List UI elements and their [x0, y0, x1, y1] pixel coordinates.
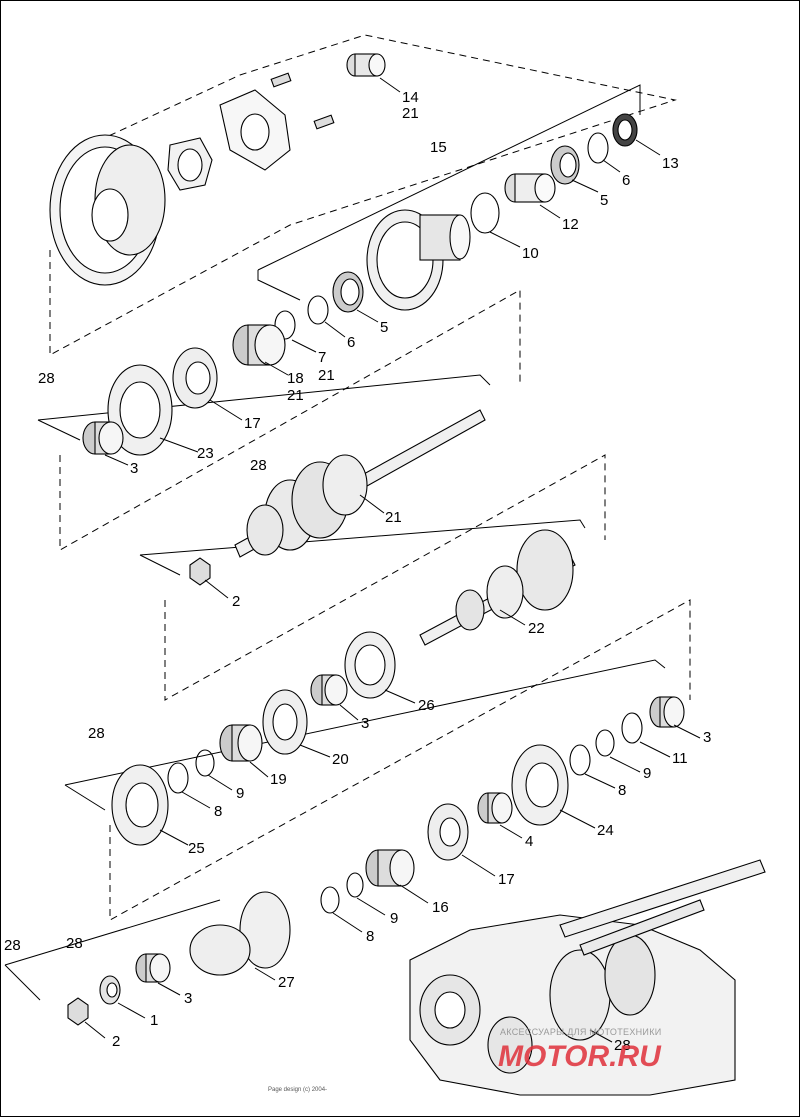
callout-19: 19 [270, 771, 287, 788]
bearing-19 [219, 724, 263, 762]
callout-14-sub: 21 [402, 105, 419, 122]
callout-11: 11 [672, 750, 688, 767]
gear-23 [107, 364, 173, 456]
callout-1: 1 [150, 1012, 158, 1029]
rings-11-9-8 [569, 712, 643, 776]
rings-9-8-lower [320, 872, 364, 914]
bearing-16 [365, 849, 415, 887]
bearing-5b [332, 271, 364, 313]
bearing-5a [550, 145, 580, 185]
callout-6b: 6 [347, 334, 355, 351]
gear-25 [111, 764, 169, 846]
large-sprocket [49, 134, 166, 286]
needle-bearing-3c [649, 696, 685, 728]
assembled-transmission [409, 859, 766, 1096]
needle-bearing-3b [310, 674, 348, 706]
rings-9-8 [167, 749, 215, 794]
watermark-tagline: АКСЕССУАРЫ ДЛЯ МОТОТЕХНИКИ [500, 1027, 662, 1037]
callout-18-sub: 21 [287, 387, 304, 404]
washer-1 [99, 975, 121, 1005]
callout-26: 26 [418, 697, 435, 714]
footer-copyright: Page design (c) 2004- [268, 1087, 328, 1093]
callout-16: 16 [432, 899, 449, 916]
callout-2a: 2 [232, 593, 240, 610]
callout-15: 15 [430, 139, 447, 156]
callout-12: 12 [562, 216, 579, 233]
callout-21: 21 [385, 509, 402, 526]
gear-27 [189, 891, 291, 976]
callout-5a: 5 [600, 192, 608, 209]
o-ring-10 [470, 192, 500, 234]
seal-13 [612, 113, 638, 147]
needle-bearing-3d [135, 953, 171, 983]
shift-collar-17b [427, 803, 469, 861]
nut-2b [67, 997, 89, 1026]
callout-28f: 28 [614, 1037, 631, 1054]
callout-28d: 28 [4, 937, 21, 954]
shift-collar-17a [172, 347, 218, 409]
snap-ring-6b [307, 295, 329, 325]
watermark-logo: MOTOR.RU [498, 1040, 661, 1073]
callout-9a: 9 [236, 785, 244, 802]
callout-23: 23 [197, 445, 214, 462]
callout-7: 7 [318, 349, 326, 366]
callout-6a: 6 [622, 172, 630, 189]
callout-20: 20 [332, 751, 349, 768]
callout-28e: 28 [66, 935, 83, 952]
callout-27: 27 [278, 974, 295, 991]
callout-10: 10 [522, 245, 539, 262]
callout-2b: 2 [112, 1033, 120, 1050]
callout-22: 22 [528, 620, 545, 637]
callout-8a: 8 [214, 803, 222, 820]
callout-28a: 28 [38, 370, 55, 387]
callout-3b: 3 [361, 715, 369, 732]
callout-18: 18 [287, 370, 304, 387]
callout-7-sub: 21 [318, 367, 335, 384]
leader-lines [84, 77, 701, 1043]
snap-ring-6a [587, 132, 609, 164]
callout-25: 25 [188, 840, 205, 857]
ring-7 [274, 310, 296, 340]
callout-17a: 17 [244, 415, 261, 432]
gear-26 [344, 631, 396, 699]
callout-28c: 28 [88, 725, 105, 742]
callout-3c: 3 [703, 729, 711, 746]
nut-plate [167, 72, 335, 191]
sleeve-12 [504, 173, 556, 203]
mainshaft-21 [234, 409, 486, 558]
gear-24 [511, 744, 569, 826]
nut-2a [189, 557, 211, 586]
callout-13: 13 [662, 155, 679, 172]
bearing-4 [477, 792, 513, 824]
dashed-assembly-lines [49, 34, 691, 921]
callout-9b: 9 [643, 765, 651, 782]
gear-20 [262, 689, 308, 755]
callout-28b: 28 [250, 457, 267, 474]
callout-14: 14 [402, 89, 419, 106]
callout-4: 4 [525, 833, 533, 850]
needle-bearing-3a [82, 421, 124, 455]
countershaft-22 [419, 529, 576, 646]
bushing-14 [346, 53, 386, 77]
callout-5b: 5 [380, 319, 388, 336]
callout-8c: 8 [366, 928, 374, 945]
callout-17b: 17 [498, 871, 515, 888]
gear-15 [366, 209, 471, 311]
callout-3a: 3 [130, 460, 138, 477]
callout-9c: 9 [390, 910, 398, 927]
needle-bearing-18 [232, 324, 286, 366]
callout-8b: 8 [618, 782, 626, 799]
callout-labels: 14 21 15 13 6 5 12 10 5 6 7 21 18 21 28 … [4, 89, 711, 1054]
callout-24: 24 [597, 822, 614, 839]
callout-3d: 3 [184, 990, 192, 1007]
